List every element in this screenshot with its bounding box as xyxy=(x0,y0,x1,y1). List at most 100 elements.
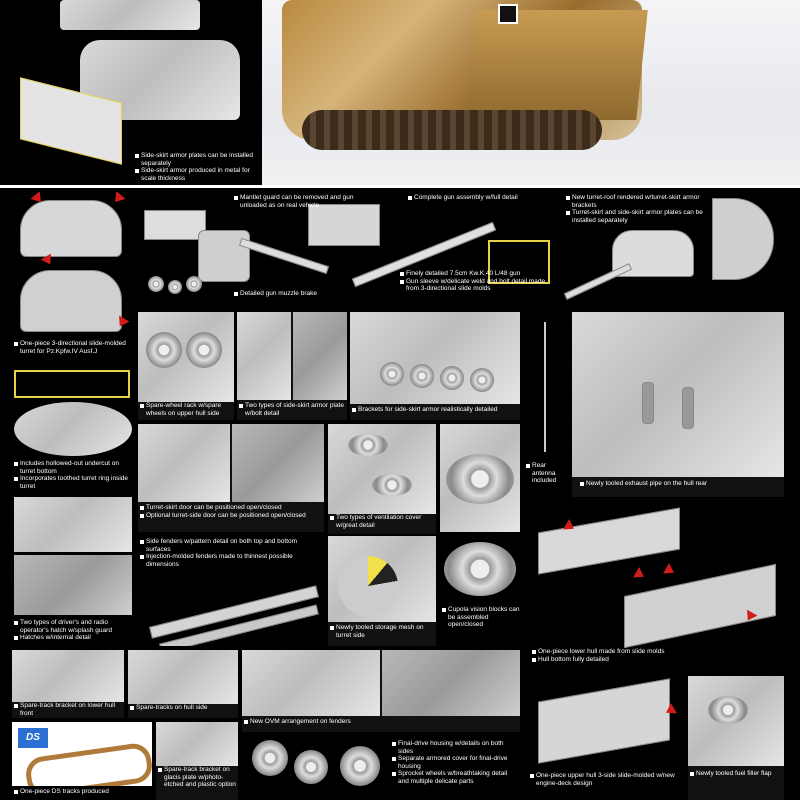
turret-panel: One-piece 3-directional slide-molded tur… xyxy=(12,190,134,365)
lower-hull-caption: One-piece lower hull made from slide mol… xyxy=(532,648,772,663)
ovm-photo-b xyxy=(382,650,520,716)
turret-door-photo-a xyxy=(138,424,230,502)
skirt-photo-b xyxy=(293,312,347,400)
exhaust-pipe xyxy=(642,382,654,424)
cupola-vision-block xyxy=(444,542,516,596)
exhaust-pipe xyxy=(682,387,694,429)
vent-caption: Two types of ventilation cover w/great d… xyxy=(330,514,436,529)
skirt-types-caption: Two types of side-skirt armor plate w/bo… xyxy=(239,402,347,417)
spare-wheel-panel: Spare-wheel rack w/spare wheels on upper… xyxy=(138,312,234,420)
spare-track-side-caption: Spare-tracks on hull side xyxy=(130,704,238,712)
spare-bracket-panel: Spare-track bracket on glacis plate w/ph… xyxy=(156,722,238,800)
sprocket-wheel xyxy=(294,750,328,784)
turret-door-photo-b xyxy=(232,424,324,502)
muzzle-part xyxy=(168,280,182,294)
tank-hero-tracks xyxy=(302,110,602,150)
vent-cover xyxy=(348,434,388,456)
turret-shell-bottom xyxy=(20,270,122,332)
spare-wheel-caption: Spare-wheel rack w/spare wheels on upper… xyxy=(140,402,234,417)
lower-hull-panel: One-piece lower hull made from slide mol… xyxy=(524,500,784,672)
turret-skirt-caption: New turret-roof rendered w/turret-skirt … xyxy=(566,194,716,224)
turret-skirt-panel: New turret-roof rendered w/turret-skirt … xyxy=(562,190,784,308)
ds-caption: One-piece DS tracks produced xyxy=(14,788,152,796)
hatch-photo-a xyxy=(14,497,132,552)
skirt-types-panel: Two types of side-skirt armor plate w/bo… xyxy=(237,312,347,420)
spare-track-side-panel: Spare-tracks on hull side xyxy=(128,650,238,718)
fenders-caption: Side fenders w/pattern detail on both to… xyxy=(140,538,320,568)
cupola-ring xyxy=(446,454,514,504)
lower-hull-part xyxy=(624,563,776,649)
spare-track-lower-caption: Spare-track bracket on lower hull front xyxy=(14,702,124,717)
brackets-caption: Brackets for side-skirt armor realistica… xyxy=(352,406,520,414)
upper-hull-caption: One-piece upper hull 3-side slide-molded… xyxy=(530,772,680,787)
ds-logo: DS xyxy=(18,728,48,748)
road-wheel xyxy=(410,364,434,388)
turret-ring-caption: Includes hollowed-out undercut on turret… xyxy=(14,460,134,490)
spare-track-lower-panel: Spare-track bracket on lower hull front xyxy=(12,650,124,718)
highlight-frame xyxy=(488,240,550,284)
exhaust-panel: Newly tooled exhaust pipe on the hull re… xyxy=(572,312,784,497)
skirt-photo-a xyxy=(237,312,291,400)
ds-tracks-panel: DS One-piece DS tracks produced xyxy=(12,722,152,800)
fuel-panel: Newly tooled fuel filler flap xyxy=(688,676,784,800)
muzzle-part xyxy=(186,276,202,292)
ovm-caption: New OVM arrangement on fenders xyxy=(244,718,444,726)
spare-bracket-caption: Spare-track bracket on glacis plate w/ph… xyxy=(158,766,238,789)
gun-assembly xyxy=(308,204,380,246)
fenders-panel: Side fenders w/pattern detail on both to… xyxy=(138,536,324,646)
drive-caption: Final-drive housing w/details on both si… xyxy=(392,740,518,785)
hero-photo xyxy=(262,0,800,185)
antenna-rod xyxy=(544,322,546,452)
hatch-panel: Two types of driver's and radio operator… xyxy=(12,497,134,647)
red-arrow-icon xyxy=(633,567,647,582)
spare-wheel xyxy=(146,332,182,368)
brackets-panel: Brackets for side-skirt armor realistica… xyxy=(350,312,520,420)
hatch-photo-b xyxy=(14,555,132,615)
upper-hull-panel: One-piece upper hull 3-side slide-molded… xyxy=(524,676,684,800)
gun-caption-right: Complete gun assembly w/full detail xyxy=(408,194,528,202)
lower-hull-part xyxy=(538,507,680,575)
exhaust-caption: Newly tooled exhaust pipe on the hull re… xyxy=(580,480,780,488)
muzzle-part xyxy=(148,276,164,292)
antenna-caption: Rear antenna included xyxy=(526,462,568,485)
road-wheel xyxy=(440,366,464,390)
spare-track-side-photo xyxy=(128,650,238,704)
turret-door-caption: Turret-skirt door can be positioned open… xyxy=(140,504,322,519)
storage-panel: Newly tooled storage mesh on turret side xyxy=(328,536,436,646)
turret-shell-top xyxy=(20,200,122,257)
turret-door-panel: Turret-skirt door can be positioned open… xyxy=(138,424,324,532)
ovm-photo-a xyxy=(242,650,380,716)
storage-mesh xyxy=(338,556,398,616)
red-arrow-icon xyxy=(110,191,126,206)
hull-rear-photo xyxy=(572,312,784,477)
tank-hero-skirt xyxy=(466,10,648,120)
hatch-caption: Two types of driver's and radio operator… xyxy=(14,619,134,642)
vent-panel: Two types of ventilation cover w/great d… xyxy=(328,424,436,534)
top-left-caption: Side-skirt armor plates can be installed… xyxy=(135,152,255,182)
turret-skirt-ring xyxy=(712,198,774,280)
gun-caption-brake: Detailed gun muzzle brake xyxy=(234,290,324,298)
turret-gun xyxy=(563,263,633,300)
brackets-photo xyxy=(350,312,520,404)
turret-ring-photo xyxy=(14,402,132,456)
vent-cover xyxy=(372,474,412,496)
separator xyxy=(0,185,800,188)
drive-panel: Final-drive housing w/details on both si… xyxy=(242,736,520,800)
road-wheel xyxy=(470,368,494,392)
tank-render-top xyxy=(60,0,200,30)
road-wheel xyxy=(380,362,404,386)
ds-caption-bar xyxy=(12,786,152,800)
storage-caption: Newly tooled storage mesh on turret side xyxy=(330,624,436,639)
fuel-filler-flap xyxy=(708,696,748,724)
gun-caption-left: Mantlet guard can be removed and gun unl… xyxy=(234,194,354,209)
cupola-panel: Cupola vision blocks can be assembled op… xyxy=(440,536,520,646)
cupola-caption: Cupola vision blocks can be assembled op… xyxy=(442,606,520,629)
antenna-panel: Rear antenna included xyxy=(524,312,568,497)
highlight-frame xyxy=(14,370,130,398)
spare-bracket-photo xyxy=(156,722,238,766)
spare-track-lower-photo xyxy=(12,650,124,702)
sprocket-wheel xyxy=(252,740,288,776)
turret-caption: One-piece 3-directional slide-molded tur… xyxy=(14,340,134,355)
gun-panel: Mantlet guard can be removed and gun unl… xyxy=(138,190,556,308)
mantlet-guard xyxy=(144,210,206,240)
